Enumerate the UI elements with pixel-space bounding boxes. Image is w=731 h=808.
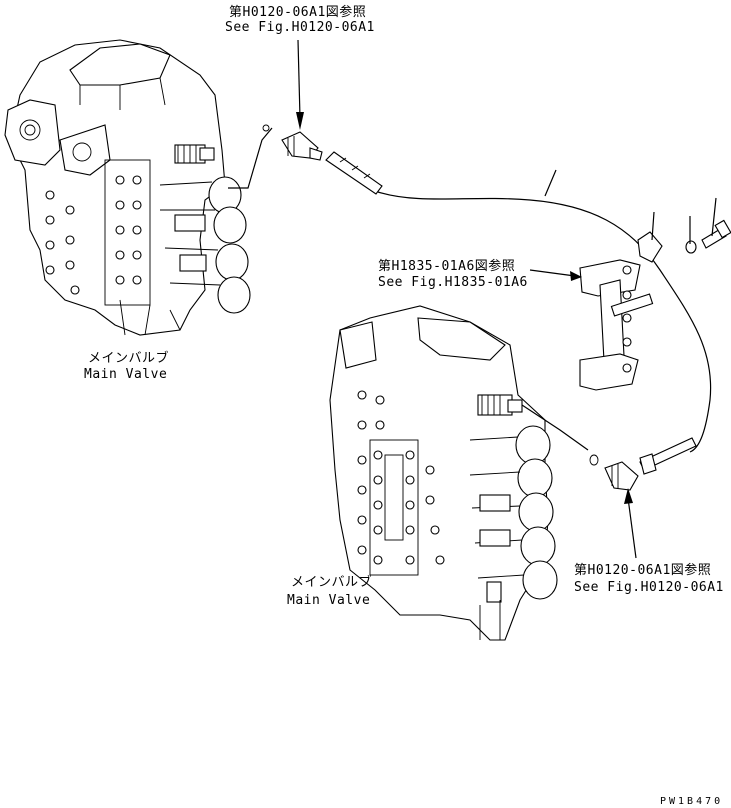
callout-mid: 第H1835-01A6図参照 See Fig.H1835-01A6 (378, 258, 528, 290)
callout-mid-en: See Fig.H1835-01A6 (378, 275, 528, 290)
callout-mid-jp: 第H1835-01A6図参照 (378, 258, 515, 274)
upper-valve-label: メインバルブ Main Valve (84, 350, 169, 382)
lower-valve-label: メインバルブ Main Valve (287, 574, 372, 608)
upper-pilot-line (228, 124, 273, 189)
upper-valve-bolts (45, 175, 142, 295)
callout-bottom: 第H0120-06A1図参照 See Fig.H0120-06A1 (574, 562, 724, 595)
hose-assembly (325, 151, 712, 475)
upper-elbow-fitting (281, 131, 323, 161)
upper-valve-pilot-fittings (174, 144, 215, 272)
clamp-bracket (579, 231, 663, 391)
upper-valve-label-en: Main Valve (84, 367, 167, 382)
lower-valve-label-jp: メインバルブ (291, 574, 372, 590)
leader-arrows (296, 39, 637, 559)
lower-valve-pilot-fittings (477, 394, 523, 603)
callout-bottom-en: See Fig.H0120-06A1 (574, 580, 724, 595)
lower-elbow-fitting (604, 461, 639, 491)
lower-pilot-line (521, 404, 599, 466)
upper-main-valve (4, 39, 251, 336)
clamp-bolts (622, 265, 632, 373)
drawing-code: PW1B470 (660, 796, 723, 807)
lower-main-valve (329, 305, 558, 641)
callout-top-jp: 第H0120-06A1図参照 (229, 4, 366, 20)
lower-valve-label-en: Main Valve (287, 593, 370, 608)
callout-top-en: See Fig.H0120-06A1 (225, 20, 375, 35)
upper-valve-spool-caps (159, 176, 251, 314)
upper-valve-label-jp: メインバルブ (88, 350, 169, 366)
callout-top: 第H0120-06A1図参照 See Fig.H0120-06A1 (225, 4, 375, 35)
lower-valve-bolts (357, 390, 445, 565)
hose-lead-line (544, 169, 557, 197)
washer-and-bolt (651, 197, 731, 254)
callout-bottom-jp: 第H0120-06A1図参照 (574, 562, 711, 578)
lower-valve-spool-caps (469, 425, 558, 600)
